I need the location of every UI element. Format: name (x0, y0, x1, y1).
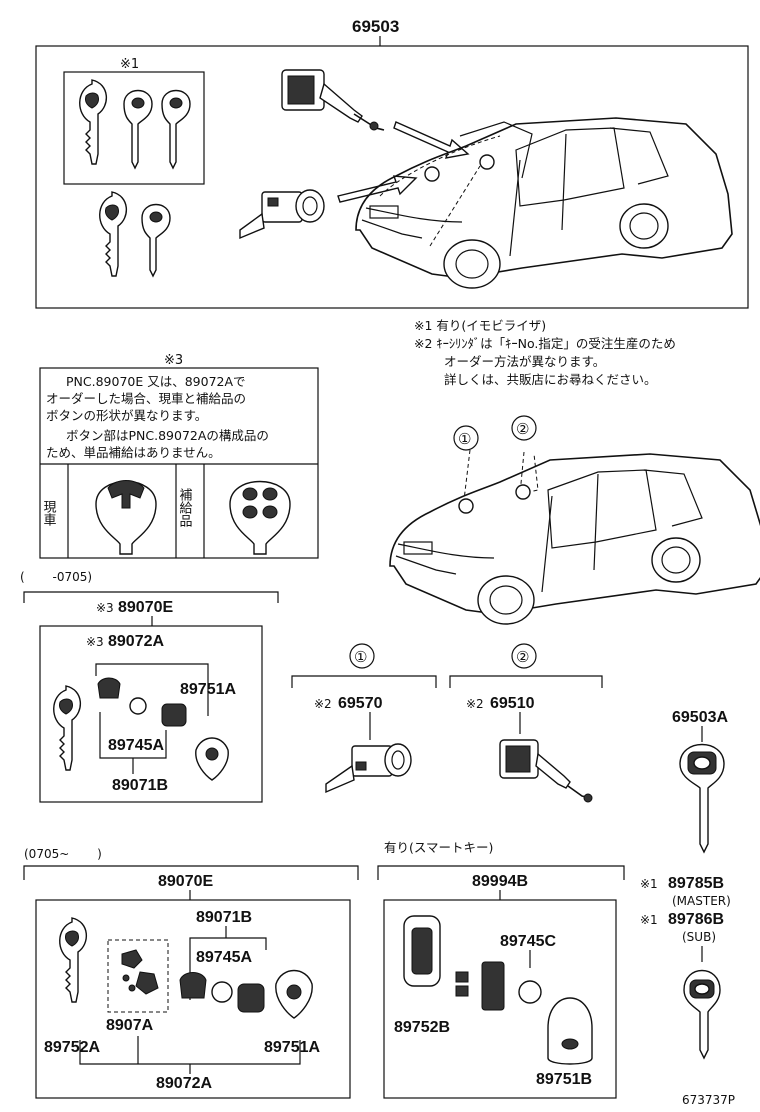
remark-line: ※1 有り(イモビライザ) (414, 318, 546, 333)
smart-key-case-icon (403, 915, 441, 987)
group-a-assembly-mark: ※3 (96, 601, 114, 615)
group-a-frame (39, 625, 263, 803)
ignition-cylinder-icon (281, 69, 385, 131)
right-part-69503A: 69503A (672, 709, 728, 726)
key-head-supply-icon (229, 480, 291, 555)
sub-mark: ※1 (640, 913, 658, 927)
note-box-mark: ※3 (164, 353, 183, 368)
key-icon (79, 79, 107, 165)
arrow-icon (393, 121, 470, 159)
key-icon (161, 89, 191, 170)
battery-icon (129, 697, 147, 715)
key-case-icon (161, 703, 187, 727)
group-1-callout: ① (354, 648, 367, 666)
diagram-id: 673737P (682, 1093, 735, 1107)
master-label: (MASTER) (672, 894, 731, 908)
group-1-mark: ※2 (314, 697, 332, 711)
group-a-part-89071B: 89071B (112, 777, 168, 794)
top-group-frame (35, 45, 749, 309)
group-b-part-89745A: 89745A (196, 949, 252, 966)
group-2-part-number: 69510 (490, 695, 535, 712)
key-icon (99, 191, 127, 277)
key-icon (123, 89, 153, 170)
group-b-subassembly-number: 89072A (156, 1075, 212, 1092)
door-key-cylinder-icon (239, 189, 325, 240)
group-b-part-89752A: 89752A (44, 1039, 100, 1056)
group-a-assembly-number: 89070E (118, 599, 173, 616)
key-set-frame (63, 71, 205, 185)
button-pad-icon (97, 677, 121, 699)
note-line: ボタン部はPNC.89072Aの構成品の (66, 428, 269, 443)
group-a-subassembly-number: 89072A (108, 633, 164, 650)
key-cover-icon (275, 969, 313, 1019)
circuit-board-frame (107, 939, 169, 1013)
key-icon (683, 969, 721, 1060)
group-c-assembly-number: 89994B (472, 873, 528, 890)
vehicle-illustration (355, 117, 733, 289)
smart-key-parts-icon (455, 961, 505, 1011)
group-2-mark: ※2 (466, 697, 484, 711)
note-line: ボタンの形状が異なります。 (46, 408, 207, 423)
right-part-89786B: 89786B (668, 911, 724, 928)
group-c-frame (383, 899, 617, 1099)
note-line: ため、単品補給はありません。 (46, 445, 221, 460)
remark-line: 詳しくは、共販店にお尋ねください。 (444, 372, 657, 387)
group-2-bracket (449, 675, 603, 688)
note-line: PNC.89070E 又は、89072Aで (66, 374, 246, 389)
key-head-current-icon (95, 480, 157, 555)
right-part-89785B: 89785B (668, 875, 724, 892)
door-key-cylinder-icon (325, 743, 412, 794)
group-c-range: 有り(スマートキー) (384, 840, 493, 855)
group-b-frame (35, 899, 351, 1099)
key-icon (59, 917, 87, 1003)
label-current-vehicle: 現車 (41, 500, 57, 526)
remark-line: オーダー方法が異なります。 (444, 354, 605, 369)
smart-key-cover-icon (547, 997, 593, 1065)
group-1-bracket (291, 675, 437, 688)
group-b-assembly-number: 89070E (158, 873, 213, 890)
arrow-icon (337, 175, 418, 203)
key-cover-icon (195, 737, 229, 781)
key-icon (141, 203, 171, 278)
group-a-subassembly-mark: ※3 (86, 635, 104, 649)
note-box (39, 367, 319, 559)
group-b-part-89751A: 89751A (264, 1039, 320, 1056)
battery-icon (211, 981, 233, 1003)
master-mark: ※1 (640, 877, 658, 891)
group-a-range: ( -0705) (20, 570, 92, 584)
key-case-icon (237, 983, 265, 1013)
group-c-part-89751B: 89751B (536, 1071, 592, 1088)
callout-2: ② (516, 420, 529, 438)
group-b-part-8907A: 8907A (106, 1017, 154, 1034)
top-part-number: 69503 (352, 17, 399, 36)
sub-label: (SUB) (682, 930, 716, 944)
key-icon (53, 685, 81, 771)
remark-line: ※2 ｷｰｼﾘﾝﾀﾞは「ｷｰNo.指定」の受注生産のため (414, 336, 676, 351)
group-c-part-89745C: 89745C (500, 933, 556, 950)
button-pad-icon (179, 972, 207, 999)
ignition-cylinder-icon (499, 739, 593, 803)
group-a-part-89751A: 89751A (180, 681, 236, 698)
top-note-mark: ※1 (120, 57, 139, 72)
callout-1: ① (458, 430, 471, 448)
circuit-board-icon (121, 949, 159, 995)
key-icon (679, 743, 725, 854)
group-b-part-89071B: 89071B (196, 909, 252, 926)
group-a-part-89745A: 89745A (108, 737, 164, 754)
group-c-part-89752B: 89752B (394, 1019, 450, 1036)
group-1-part-number: 69570 (338, 695, 383, 712)
note-line: オーダーした場合、現車と補給品の (46, 391, 246, 406)
label-supply-part: 補給品 (177, 488, 193, 527)
group-2-callout: ② (516, 648, 529, 666)
group-b-range: (0705~ ) (24, 847, 102, 861)
battery-icon (518, 980, 542, 1004)
vehicle-illustration (389, 449, 760, 625)
